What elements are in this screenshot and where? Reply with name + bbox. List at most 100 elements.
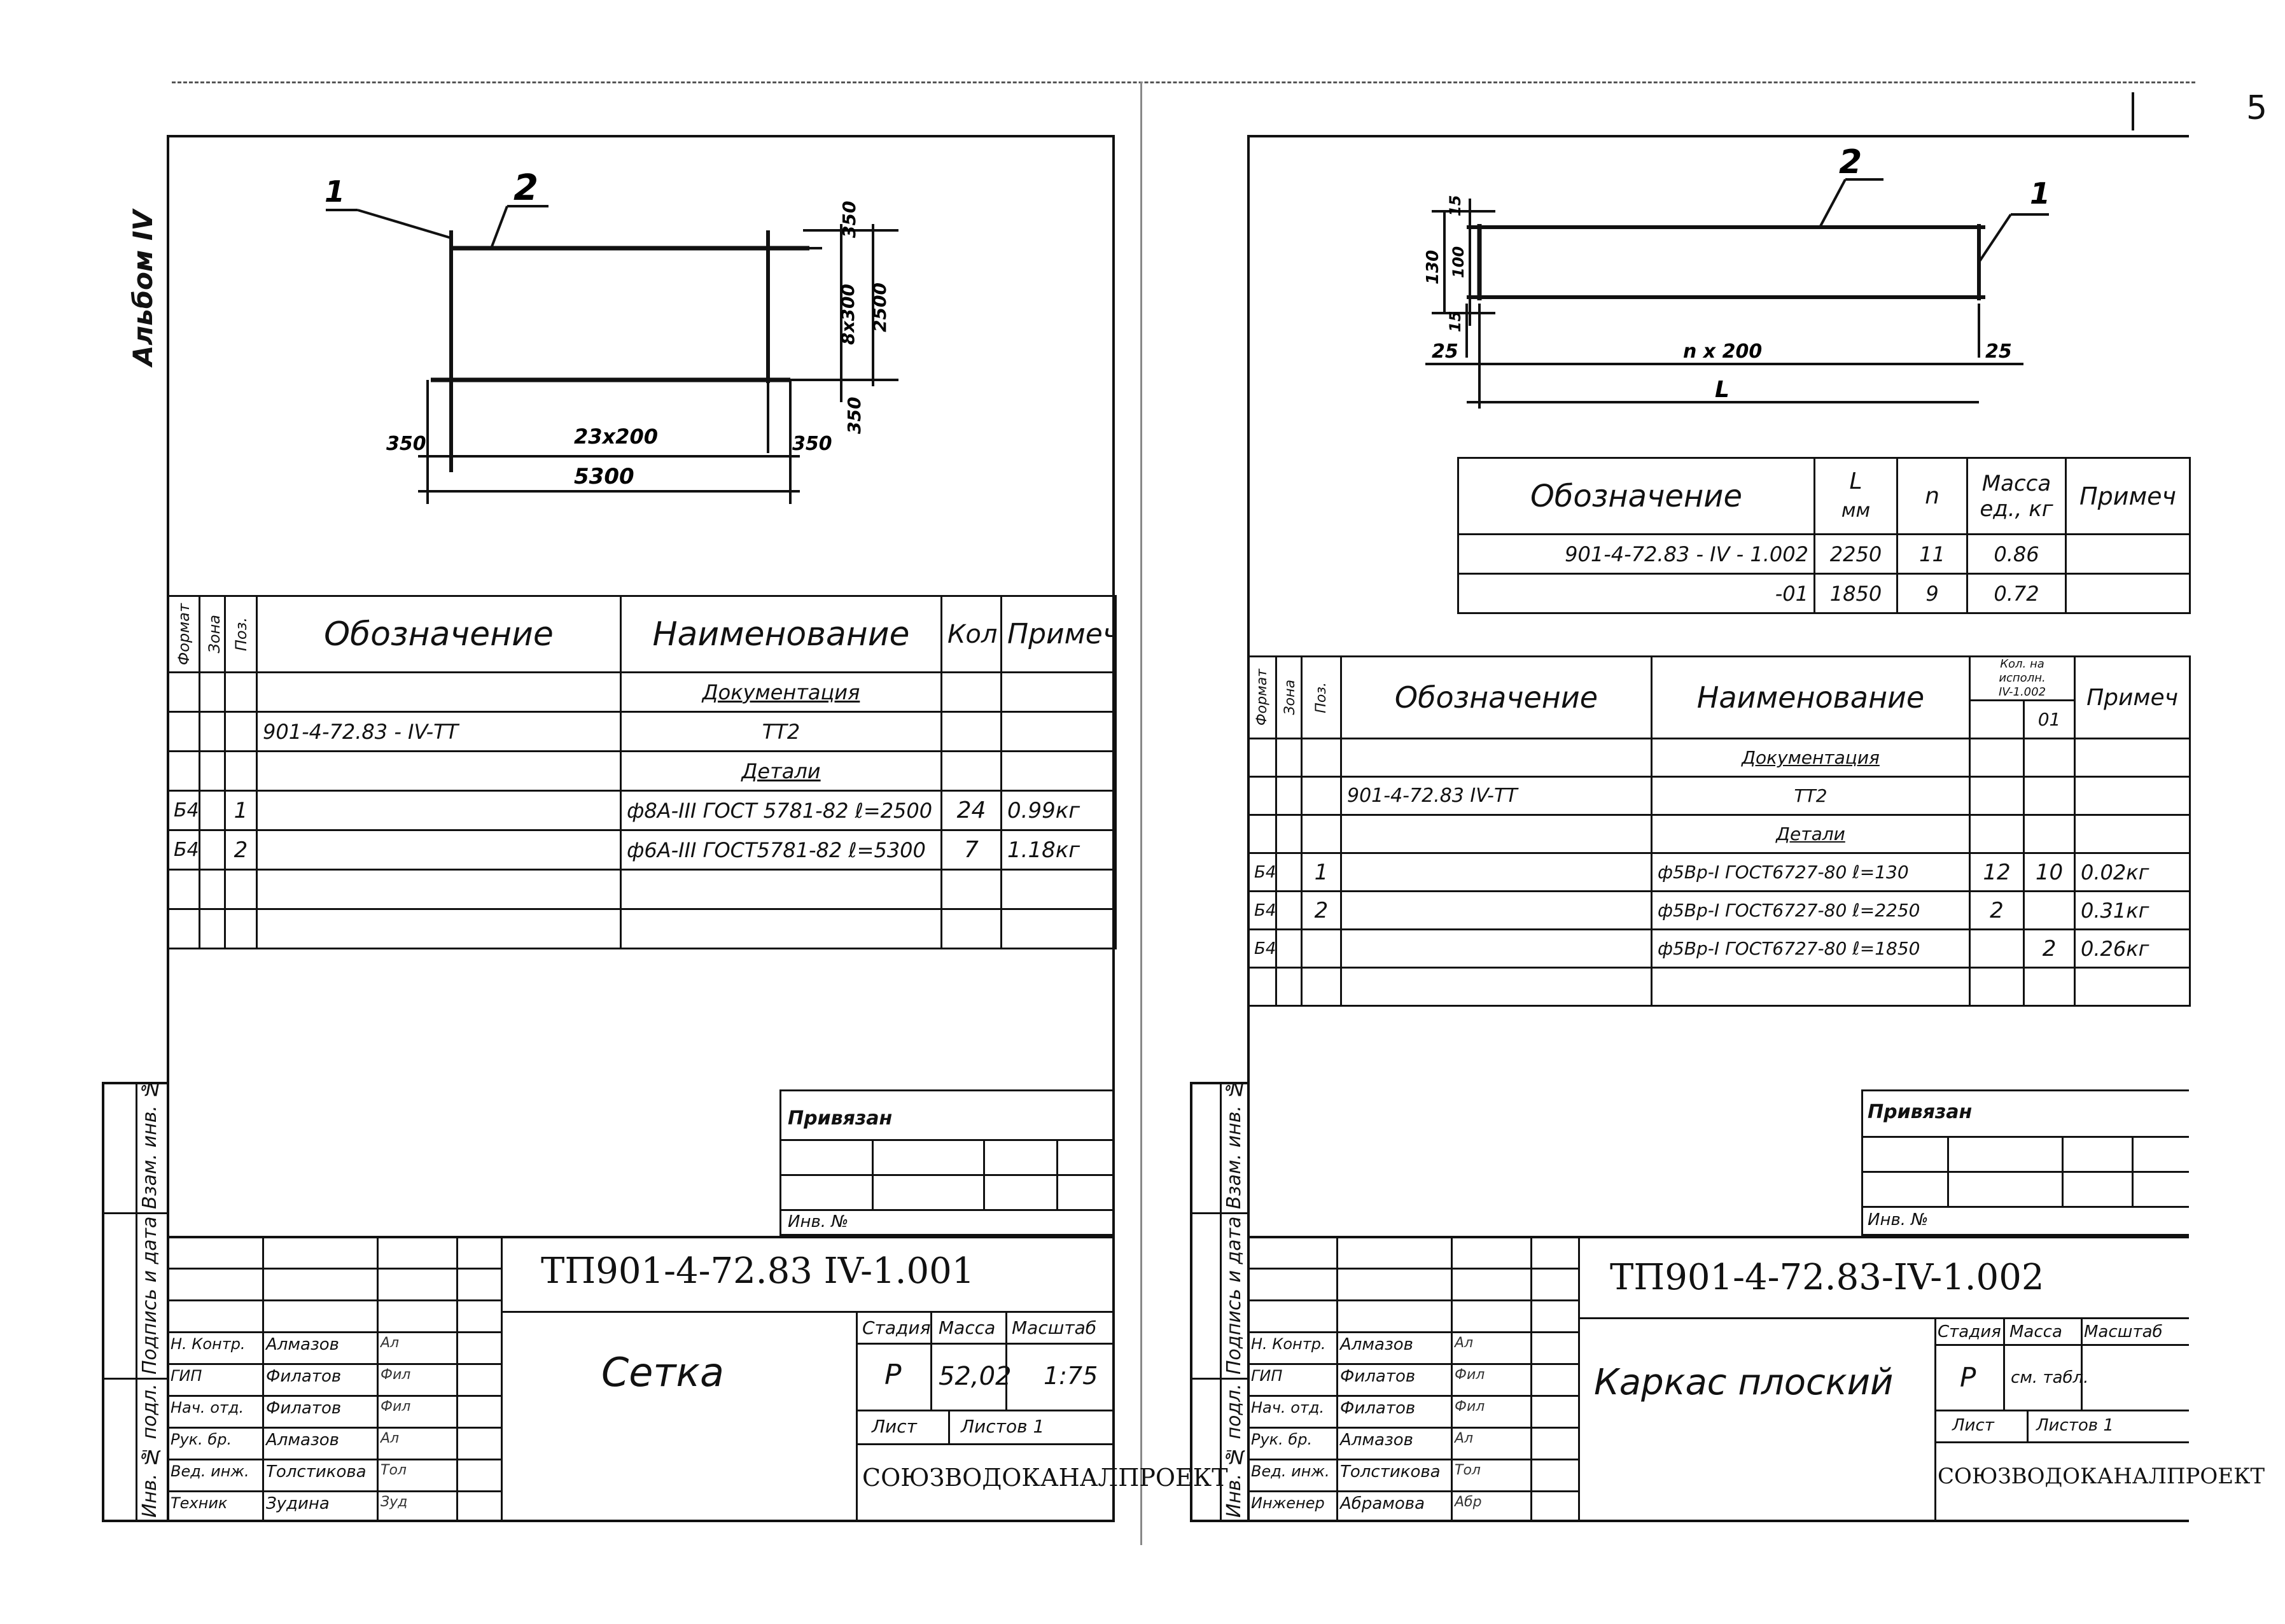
right-spec-h-pos: Поз. bbox=[1301, 655, 1342, 739]
stamp-grid-line bbox=[167, 1299, 501, 1301]
stamp-role: Н. Контр. bbox=[1251, 1335, 1326, 1353]
spec-cell-format: Б4 bbox=[1247, 890, 1277, 930]
right-inv-no-label: Инв. № bbox=[1868, 1210, 1929, 1229]
spec-cell-zone bbox=[1275, 967, 1303, 1007]
spec-cell-format: Б4 bbox=[167, 790, 200, 831]
right-side-podpis: Подпись и дата bbox=[1223, 1216, 1245, 1375]
album-label: Альбом IV bbox=[127, 210, 158, 367]
stamp-role: ГИП bbox=[171, 1367, 202, 1385]
var-h-note: Примеч bbox=[2065, 457, 2191, 535]
left-spec-h-qty: Кол bbox=[940, 595, 1002, 673]
table-row: Документация bbox=[167, 671, 1117, 713]
spec-cell-name bbox=[620, 869, 942, 910]
left-dim-23x200: 23x200 bbox=[574, 424, 658, 449]
right-dim-L: L bbox=[1715, 377, 1729, 403]
spec-cell-note: 1.18кг bbox=[1000, 829, 1117, 871]
right-pos2-label: 2 bbox=[1839, 143, 1862, 181]
right-side-inv-podl: Инв. № подл. bbox=[1223, 1383, 1245, 1518]
left-sheet-label: Лист bbox=[872, 1416, 917, 1437]
spec-cell-name bbox=[620, 908, 942, 949]
spec-cell-designation bbox=[256, 790, 622, 831]
right-sheets-label: Листов 1 bbox=[2036, 1416, 2114, 1435]
var-cell-designation: 901-4-72.83 - IV - 1.002 bbox=[1457, 533, 1815, 575]
stamp-role: Вед. инж. bbox=[171, 1462, 249, 1480]
spec-cell-note: 0.02кг bbox=[2074, 852, 2191, 892]
table-row: Документация bbox=[1247, 738, 2191, 778]
spec-cell-designation bbox=[256, 671, 622, 713]
spec-cell-format bbox=[1247, 776, 1277, 816]
stamp-grid-line bbox=[1247, 1268, 1578, 1270]
left-mass-value: 52,02 bbox=[939, 1362, 1012, 1391]
center-fold-line bbox=[1140, 81, 1142, 1545]
var-cell-L: 1850 bbox=[1813, 573, 1898, 614]
right-spec-h-name: Наименование bbox=[1651, 655, 1971, 739]
left-dim-8x300: 8x300 bbox=[837, 284, 858, 345]
left-spec-table: Формат Зона Поз. Обозначение Наименовани… bbox=[167, 595, 1117, 949]
right-dim-100: 100 bbox=[1450, 246, 1467, 278]
stamp-grid-line bbox=[1247, 1395, 1578, 1397]
spec-cell-note bbox=[1000, 908, 1117, 949]
spec-cell-note bbox=[2074, 814, 2191, 854]
stamp-grid-line bbox=[167, 1331, 501, 1333]
spec-cell-pos bbox=[224, 671, 258, 713]
left-side-vzam: Взам. инв. № bbox=[139, 1077, 161, 1210]
spec-cell-pos bbox=[1301, 967, 1342, 1007]
stamp-grid-line bbox=[456, 1236, 458, 1522]
spec-cell-qa bbox=[1969, 814, 2025, 854]
left-side-inv-podl: Инв. № подл. bbox=[139, 1383, 161, 1518]
stamp-sign: Тол bbox=[1455, 1462, 1481, 1478]
right-dim-25-left: 25 bbox=[1432, 340, 1458, 363]
spec-cell-format bbox=[167, 869, 200, 910]
left-org: СОЮЗВОДОКАНАЛПРОЕКТ bbox=[862, 1464, 1228, 1492]
stamp-grid-line bbox=[1247, 1236, 1578, 1238]
left-inv-no-label: Инв. № bbox=[788, 1212, 849, 1231]
spec-cell-pos bbox=[1301, 928, 1342, 969]
right-privyazan-block bbox=[1861, 1089, 2189, 1236]
stamp-grid-line bbox=[1247, 1331, 1578, 1333]
spec-cell-format bbox=[1247, 967, 1277, 1007]
stamp-name: Алмазов bbox=[1340, 1431, 1414, 1450]
spec-cell-format bbox=[1247, 738, 1277, 778]
stamp-role: Нач. отд. bbox=[171, 1399, 244, 1417]
stamp-grid-line bbox=[167, 1490, 501, 1492]
left-privyazan-label: Привязан bbox=[788, 1107, 893, 1130]
spec-cell-qa bbox=[1969, 967, 2025, 1007]
right-drawing: 2 1 15 130 100 15 25 n x 200 25 L bbox=[1423, 143, 2050, 409]
stamp-grid-line bbox=[1247, 1459, 1578, 1460]
spec-cell-name: ТТ2 bbox=[1651, 776, 1971, 816]
left-spec-h-pos: Поз. bbox=[224, 595, 258, 673]
stamp-grid-line bbox=[377, 1236, 379, 1522]
cut-line bbox=[172, 81, 2195, 83]
right-spec-h-designation: Обозначение bbox=[1340, 655, 1653, 739]
spec-cell-designation bbox=[1340, 852, 1653, 892]
spec-cell-qty bbox=[940, 750, 1002, 792]
spec-cell-note bbox=[2074, 738, 2191, 778]
spec-cell-pos bbox=[1301, 814, 1342, 854]
left-dim-350-top: 350 bbox=[839, 201, 860, 238]
spec-cell-zone bbox=[199, 671, 226, 713]
spec-cell-zone bbox=[199, 829, 226, 871]
stamp-name: Толстикова bbox=[266, 1462, 367, 1481]
stamp-role: ГИП bbox=[1251, 1367, 1283, 1385]
var-h-n: n bbox=[1896, 457, 1968, 535]
spec-cell-pos: 2 bbox=[224, 829, 258, 871]
stamp-grid-line bbox=[1247, 1363, 1578, 1365]
table-row: Детали bbox=[167, 750, 1117, 792]
spec-cell-designation bbox=[256, 750, 622, 792]
stamp-name: Зудина bbox=[266, 1494, 330, 1513]
stamp-grid-line bbox=[1578, 1236, 1580, 1522]
stamp-sign: Ал bbox=[1455, 1335, 1474, 1351]
spec-cell-zone bbox=[199, 908, 226, 949]
spec-cell-qa bbox=[1969, 738, 2025, 778]
right-mass-label: Масса bbox=[2009, 1322, 2062, 1341]
right-dim-nx200: n x 200 bbox=[1683, 340, 1762, 363]
spec-cell-zone bbox=[1275, 890, 1303, 930]
